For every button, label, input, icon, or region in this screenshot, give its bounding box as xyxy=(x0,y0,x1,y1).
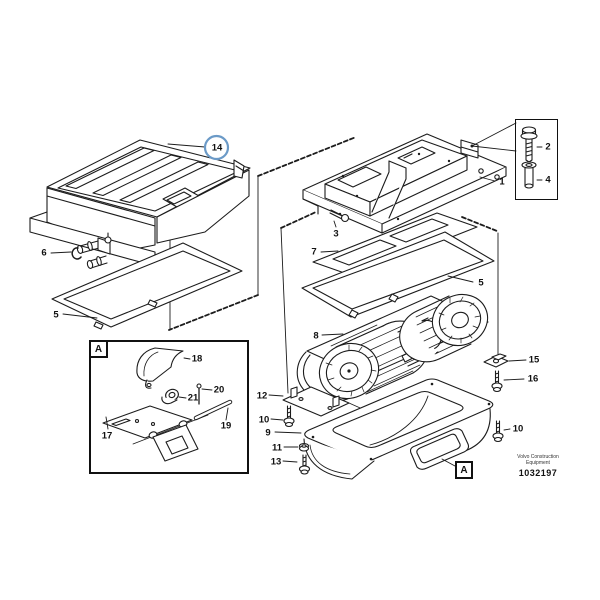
nut-11 xyxy=(298,442,310,452)
screw-16 xyxy=(491,370,503,393)
callout-5-right[interactable]: 5 xyxy=(478,277,484,289)
cover-part-1 xyxy=(302,133,507,234)
gasket-7 xyxy=(312,212,478,277)
callout-20[interactable]: 20 xyxy=(213,384,225,396)
screw-10-right xyxy=(492,420,504,443)
callout-1[interactable]: 1 xyxy=(499,176,505,188)
detail-inset-parts xyxy=(102,347,233,462)
figure-number: 1032197 xyxy=(518,468,558,478)
detail-marker-reference: A xyxy=(455,461,473,479)
brand-name-line2: Equipment xyxy=(526,459,550,466)
explosion-dashed-lines xyxy=(168,136,498,331)
callout-18[interactable]: 18 xyxy=(191,353,203,365)
leader-lines xyxy=(50,143,543,467)
branding-block: Volvo Construction Equipment 1032197 xyxy=(499,454,577,478)
callout-10-left[interactable]: 10 xyxy=(258,414,270,426)
gasket-5-left xyxy=(51,242,243,330)
callout-17[interactable]: 17 xyxy=(101,430,113,442)
callout-16[interactable]: 16 xyxy=(527,373,539,385)
detail-marker-inset: A xyxy=(89,340,108,358)
highlight-circle-14 xyxy=(203,134,230,161)
detail-inset-box xyxy=(89,340,249,474)
callout-10-right[interactable]: 10 xyxy=(512,423,524,435)
callout-11[interactable]: 11 xyxy=(271,442,283,454)
callout-8[interactable]: 8 xyxy=(313,330,319,342)
callout-12[interactable]: 12 xyxy=(256,390,268,402)
screw-3 xyxy=(329,209,350,223)
callout-14[interactable]: 14 xyxy=(211,142,223,154)
screw-13 xyxy=(298,454,311,475)
callout-13[interactable]: 13 xyxy=(270,456,282,468)
gasket-5-right xyxy=(301,231,495,319)
callout-3[interactable]: 3 xyxy=(333,228,339,240)
callout-4[interactable]: 4 xyxy=(545,174,551,186)
callout-5-left[interactable]: 5 xyxy=(53,309,59,321)
fastener-inset-box xyxy=(515,119,558,200)
fastener-inset-parts xyxy=(471,122,538,189)
callout-6[interactable]: 6 xyxy=(41,247,47,259)
callout-7[interactable]: 7 xyxy=(311,246,317,258)
brand-name-line1: Volvo Construction xyxy=(517,454,559,460)
assembled-unit xyxy=(29,139,251,269)
pan-9 xyxy=(303,378,494,480)
callout-2[interactable]: 2 xyxy=(545,141,551,153)
callout-9[interactable]: 9 xyxy=(265,427,271,439)
blower-assembly-8 xyxy=(296,293,489,402)
bracket-12 xyxy=(282,386,386,420)
callout-19[interactable]: 19 xyxy=(220,420,232,432)
callout-15[interactable]: 15 xyxy=(528,354,540,366)
callout-21[interactable]: 21 xyxy=(187,392,199,404)
screw-10-left xyxy=(283,405,295,428)
clip-6 xyxy=(71,247,82,260)
clip-15 xyxy=(483,353,509,368)
